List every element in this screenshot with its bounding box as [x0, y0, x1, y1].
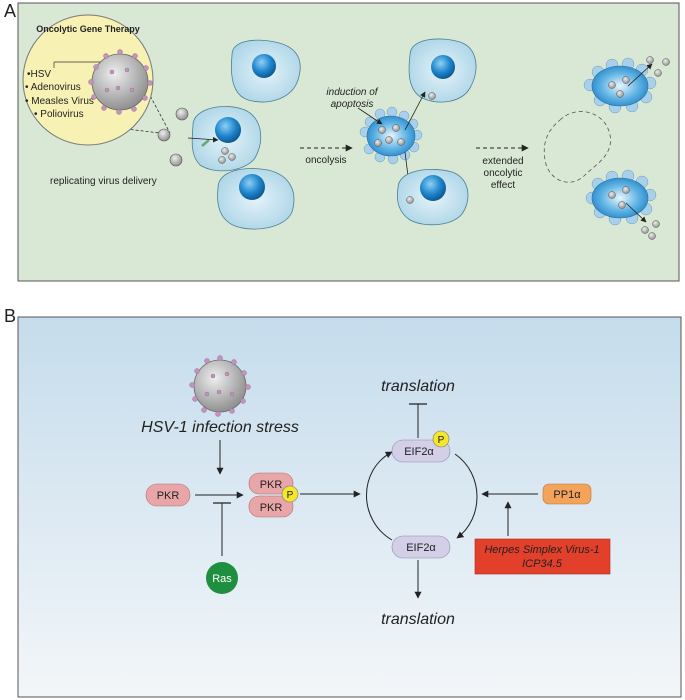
inset-virus-measles: • Measles Virus [25, 96, 94, 107]
label-apoptosis-2: apoptosis [331, 99, 374, 110]
label-apoptosis-1: induction of [326, 87, 378, 98]
pkr-dimer-bottom-label: PKR [260, 502, 283, 514]
panel-b-background [17, 316, 682, 698]
hsv-icp-box [474, 538, 611, 575]
eif2a-top-label: EIF2α [404, 446, 434, 458]
floating-virus-icons [157, 107, 189, 167]
lysed-cell-outline [543, 111, 611, 183]
pkr-label: PKR [157, 490, 180, 502]
pkr-dimer-bottom [248, 495, 294, 518]
healthy-cell-mid-bottom [396, 169, 469, 226]
label-extended-1: extended [482, 156, 523, 167]
apoptotic-cell-right-bottom [585, 169, 660, 240]
hsv-virus-icon [189, 355, 251, 417]
stress-label: HSV-1 infection stress [141, 419, 299, 436]
label-extended-2: oncolytic [484, 168, 523, 179]
infected-cell [187, 106, 262, 172]
hsv-icp-line2: ICP34.5 [522, 558, 563, 570]
inset-virus-adenovirus: • Adenovirus [25, 82, 81, 93]
inset-title: Oncolytic Gene Therapy [36, 24, 140, 34]
cycle-arrow-right [454, 453, 478, 539]
pkr-node [145, 483, 191, 507]
apoptotic-cell [359, 91, 426, 193]
eif2a-phospho-label: P [438, 435, 445, 446]
label-oncolysis: oncolysis [305, 155, 346, 166]
label-extended-3: effect [491, 180, 515, 191]
translation-bottom: translation [381, 611, 455, 628]
pp1a-node [542, 483, 592, 505]
cycle-arrow-left [366, 451, 393, 541]
inset-virus-hsv: •HSV [27, 69, 51, 80]
panel-b-letter: B [4, 306, 16, 326]
healthy-cell-bottom [217, 168, 295, 230]
translation-top: translation [381, 378, 455, 395]
hsv-icp-line1: Herpes Simplex Virus-1 [484, 544, 599, 556]
apoptotic-cell-right-top [583, 56, 670, 114]
ras-label: Ras [212, 573, 232, 585]
inset-virus-polio: • Poliovirus [34, 109, 84, 120]
pp1a-label: PP1α [553, 489, 581, 501]
inset-virus-icon [88, 49, 153, 115]
pkr-phospho-label: P [287, 490, 294, 501]
pkr-dimer-top [248, 472, 294, 495]
inset-gene-therapy: Oncolytic Gene Therapy •HSV • Adenovirus… [22, 14, 171, 146]
healthy-cell-mid-top [408, 38, 477, 103]
ras-node [206, 562, 238, 594]
eif2a-bottom-label: EIF2α [406, 542, 436, 554]
healthy-cell-top [231, 39, 301, 103]
eif2a-phospho-badge [432, 430, 450, 448]
panel-a-letter: A [4, 1, 16, 21]
eif2a-top-node [391, 439, 451, 463]
label-delivery: replicating virus delivery [50, 176, 157, 187]
pkr-phospho-badge [281, 485, 299, 503]
eif2a-bottom-node [391, 535, 451, 559]
pkr-dimer-top-label: PKR [260, 479, 283, 491]
